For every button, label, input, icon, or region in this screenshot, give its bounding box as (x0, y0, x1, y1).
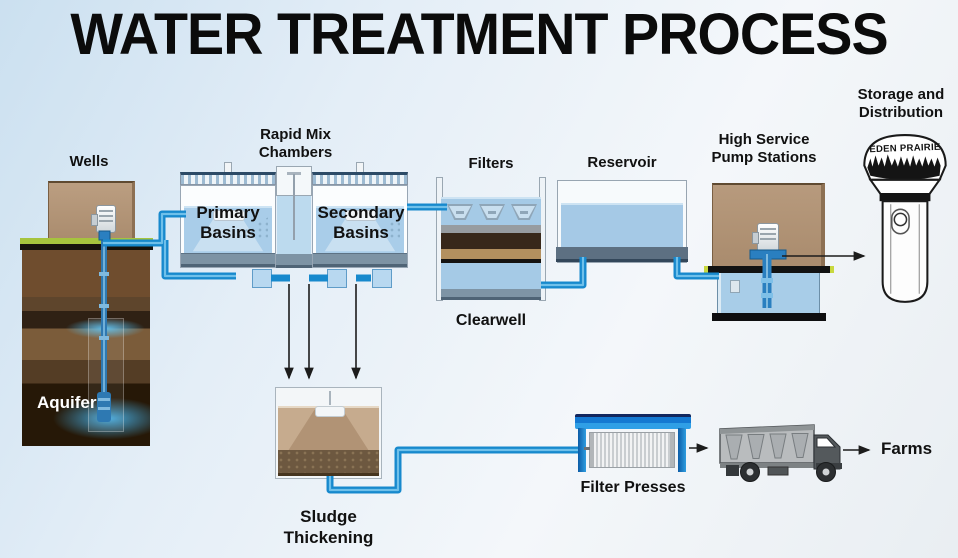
basin-water (316, 206, 404, 253)
station-pump-icon (752, 223, 779, 253)
station-base (712, 313, 826, 321)
pump-station-wet-well (717, 273, 820, 315)
secondary-basin-label: Secondary Basins (317, 203, 405, 242)
farms-label: Farms (881, 439, 933, 458)
access-hatch (730, 280, 740, 293)
pump-stations-label: High Service Pump Stations (711, 131, 817, 167)
aquifer-label: Aquifer (37, 393, 97, 412)
station-slab (708, 266, 830, 273)
well-pump-icon (91, 205, 116, 233)
ground-slab (20, 244, 153, 250)
filter-weir (479, 204, 505, 220)
basin-floor (313, 253, 407, 267)
filter-presses-label: Filter Presses (580, 479, 686, 496)
secondary-basin-tank (312, 162, 408, 268)
clarifier-cap (213, 210, 245, 221)
ground-grass-strip (20, 238, 153, 244)
primary-basin-label: Primary Basins (196, 203, 260, 242)
wells-label: Wells (69, 153, 109, 170)
sludge-truck-icon (719, 424, 842, 482)
sludge-blanket (278, 450, 379, 476)
sludge-thickening-tank (275, 387, 382, 479)
clearwell-water (441, 263, 541, 289)
clearwell-label: Clearwell (455, 312, 527, 329)
press-plates (589, 432, 675, 468)
basin-shell (312, 185, 408, 268)
tank-wall (540, 178, 545, 300)
chamber-floor (276, 254, 312, 268)
tank-wall (437, 178, 442, 300)
rapid-mix-chamber (276, 166, 312, 268)
filter-tank (437, 178, 545, 300)
filter-press (575, 414, 691, 474)
water-tower-icon (863, 134, 947, 303)
basin-walkway (180, 172, 276, 185)
sludge-outlet-box (372, 269, 392, 288)
filter-media-anthracite (441, 225, 541, 233)
mixer-shaft (293, 174, 295, 240)
filter-weir (447, 204, 473, 220)
thickener-shaft (328, 391, 331, 405)
thickener-cap (314, 406, 345, 417)
basin-floor (181, 253, 275, 267)
press-beam (575, 414, 691, 429)
reservoir-floor (556, 247, 688, 262)
filter-underdrain (441, 259, 541, 263)
page-title: WATER TREATMENT PROCESS (70, 2, 888, 67)
filters-label: Filters (468, 155, 514, 172)
sludge-outlet-box (252, 269, 272, 288)
filter-media-carbon (441, 233, 541, 249)
press-post (678, 428, 686, 472)
filter-media-sand (441, 249, 541, 259)
storage-label: Storage and Distribution (857, 86, 945, 122)
tank-floor (441, 289, 541, 300)
well-house (48, 181, 135, 243)
clarifier-cap (345, 210, 377, 221)
mixer-bar (287, 172, 301, 175)
press-rod (584, 447, 590, 450)
soil-cross-section (22, 250, 150, 446)
press-post (578, 428, 586, 472)
rapid-mix-label: Rapid Mix Chambers (258, 126, 333, 162)
filter-weir (511, 204, 537, 220)
reservoir-label: Reservoir (587, 154, 657, 171)
reservoir-tank (556, 180, 688, 263)
sludge-water (278, 406, 379, 454)
basin-walkway (312, 172, 408, 185)
well-casing (88, 318, 124, 432)
sludge-outlet-box (327, 269, 347, 288)
sludge-label: Sludge Thickening (283, 507, 374, 547)
reservoir-water (561, 203, 683, 247)
